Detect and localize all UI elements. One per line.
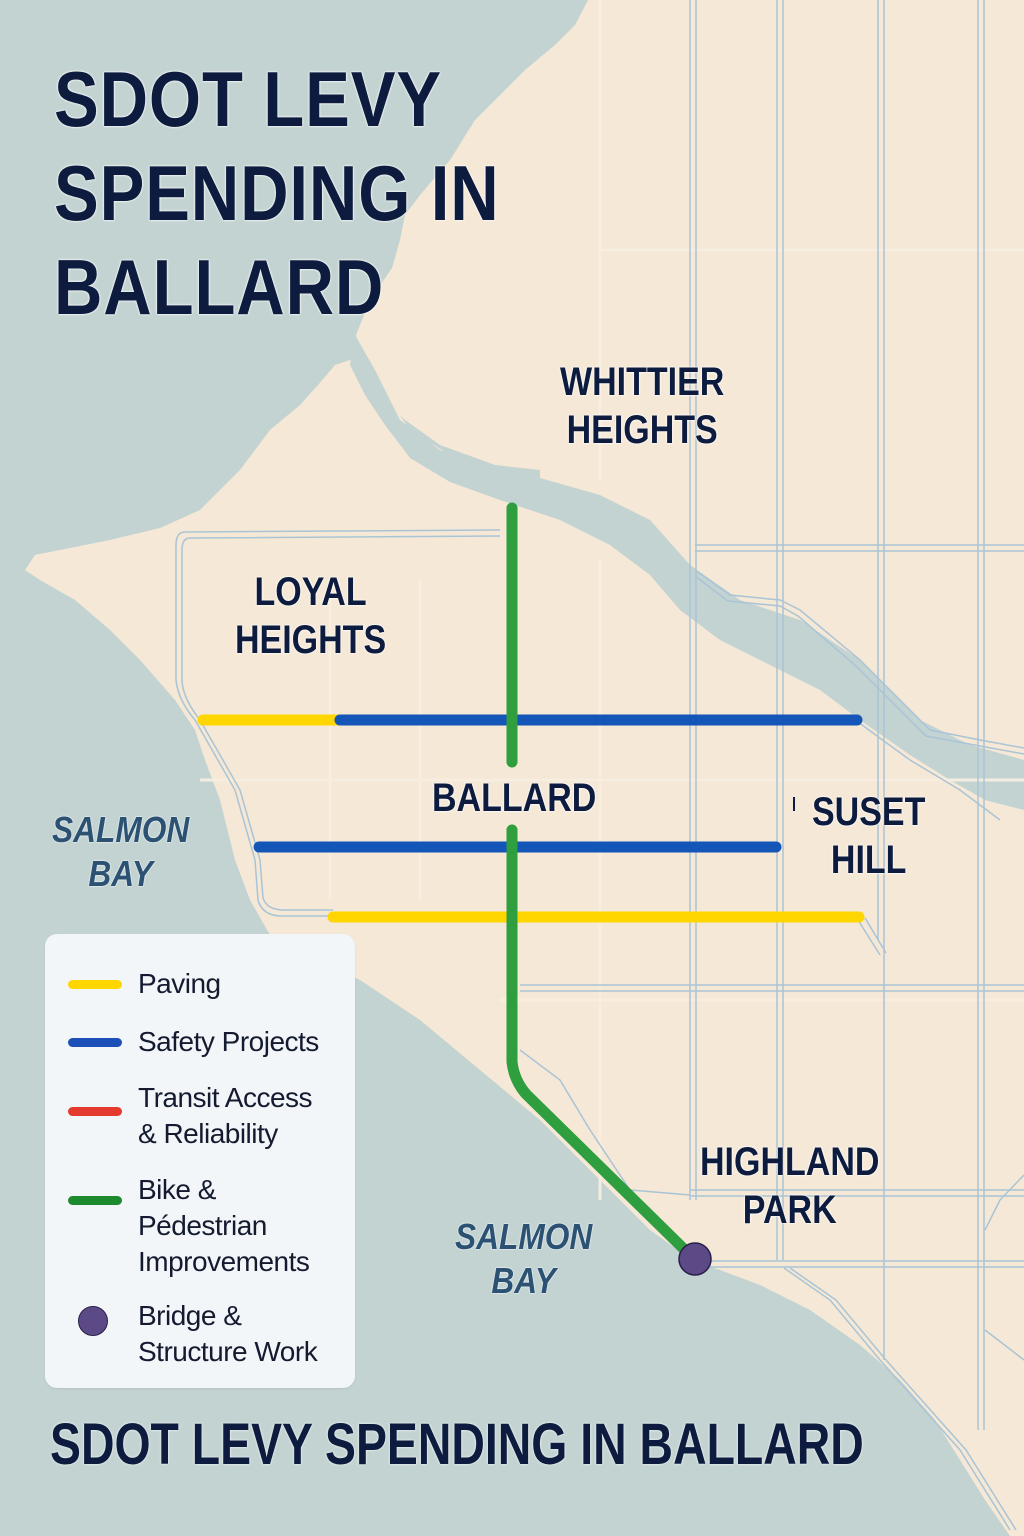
bike-ped-lines — [506, 502, 696, 1261]
legend-label-bridge: Bridge & Structure Work — [138, 1300, 318, 1367]
land-mass — [25, 0, 1024, 1536]
bridge-dot-icon — [78, 1306, 108, 1336]
title-line-1: SDOT LEVY — [54, 55, 442, 143]
bike-ped-swatch-icon — [68, 1196, 122, 1205]
bridge-marker[interactable] — [678, 1242, 712, 1276]
footer-title: SDOT LEVY SPENDING IN BALLARD — [50, 1412, 864, 1477]
map-legend: Paving Safety Projects Transit Access & … — [45, 934, 355, 1388]
title-line-3: BALLARD — [54, 243, 385, 331]
river-channel — [350, 335, 1024, 810]
title-line-2: SPENDING IN — [54, 149, 500, 237]
legend-label-safety: Safety Projects — [138, 1026, 319, 1057]
label-salmon-bay-west: SALMON BAY — [52, 809, 190, 894]
label-salmon-bay-south: SALMON BAY — [455, 1216, 593, 1301]
roads — [175, 0, 1024, 1531]
label-loyal-heights: LOYAL HEIGHTS — [235, 570, 387, 662]
paving-swatch-icon — [68, 980, 122, 989]
legend-label-bike-ped: Bike & Pédestrian Improvements — [138, 1174, 310, 1277]
page-title: SDOT LEVY SPENDING IN BALLARD — [54, 52, 500, 334]
label-tick-mark — [793, 797, 795, 811]
label-ballard: BALLARD — [432, 776, 597, 820]
label-whittier-heights: WHITTIER HEIGHTS — [560, 360, 725, 452]
label-highland-park: HIGHLAND PARK — [700, 1140, 880, 1232]
label-suset-hill: SUSET HILL — [812, 790, 926, 882]
legend-label-paving: Paving — [138, 968, 221, 999]
paving-lines — [197, 714, 865, 923]
safety-swatch-icon — [68, 1038, 122, 1047]
legend-label-transit: Transit Access & Reliability — [138, 1082, 313, 1149]
transit-swatch-icon — [68, 1107, 122, 1116]
